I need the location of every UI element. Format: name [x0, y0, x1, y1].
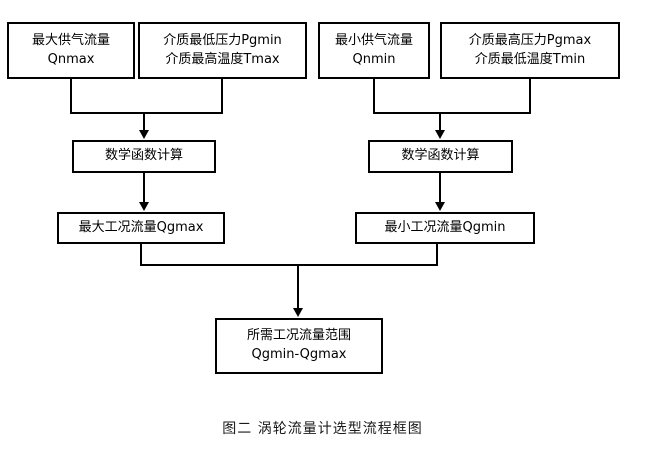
- arrowhead-to-result-max: [139, 202, 149, 211]
- edge-min-pressure-max-temp-drop: [221, 79, 223, 114]
- node-calc-right-line1: 数学函数计算: [401, 148, 480, 164]
- node-max-supply-flow: 最大供气流量 Qnmax: [7, 22, 135, 79]
- figure-caption: 图二 涡轮流量计选型流程框图: [222, 421, 423, 437]
- edge-max-supply-flow-drop: [70, 79, 72, 114]
- node-calc-right: 数学函数计算: [368, 140, 513, 173]
- node-min-pressure-max-temp-line2: 介质最高温度Tmax: [165, 51, 280, 67]
- node-result-max: 最大工况流量Qgmax: [57, 212, 225, 244]
- node-calc-left-line1: 数学函数计算: [104, 148, 183, 164]
- node-min-supply-flow-line2: Qnmin: [352, 51, 396, 67]
- edge-calc-left-to-result: [143, 173, 145, 204]
- node-final-range: 所需工况流量范围 Qgmin-Qgmax: [215, 318, 383, 374]
- node-result-min: 最小工况流量Qgmin: [355, 212, 535, 244]
- edge-result-min-drop: [436, 244, 438, 266]
- edge-min-supply-flow-drop: [373, 79, 375, 114]
- edge-result-max-drop: [140, 244, 142, 266]
- node-min-supply-flow-line1: 最小供气流量: [334, 32, 413, 48]
- node-min-pressure-max-temp: 介质最低压力Pgmin 介质最高温度Tmax: [138, 22, 307, 79]
- node-min-pressure-max-temp-line1: 介质最低压力Pgmin: [163, 32, 282, 48]
- edge-left-merge-bar: [70, 112, 223, 114]
- node-max-pressure-min-temp: 介质最高压力Pgmax 介质最低温度Tmin: [440, 22, 620, 79]
- edge-right-merge-bar: [373, 112, 531, 114]
- edge-right-merge-stem: [439, 112, 441, 132]
- edge-left-merge-stem: [143, 112, 145, 132]
- edge-max-pressure-min-temp-drop: [529, 79, 531, 114]
- node-calc-left: 数学函数计算: [72, 140, 216, 173]
- arrowhead-to-calc-left: [139, 130, 149, 139]
- node-min-supply-flow: 最小供气流量 Qnmin: [318, 22, 430, 79]
- arrowhead-to-calc-right: [435, 130, 445, 139]
- node-max-pressure-min-temp-line1: 介质最高压力Pgmax: [468, 32, 592, 48]
- edge-calc-right-to-result: [439, 173, 441, 204]
- node-max-supply-flow-line2: Qnmax: [47, 51, 95, 67]
- node-max-supply-flow-line1: 最大供气流量: [31, 32, 110, 48]
- node-final-range-line1: 所需工况流量范围: [246, 328, 351, 344]
- node-result-max-line1: 最大工况流量Qgmax: [78, 219, 204, 235]
- arrowhead-to-final-range: [293, 308, 303, 317]
- arrowhead-to-result-min: [435, 202, 445, 211]
- node-max-pressure-min-temp-line2: 介质最低温度Tmin: [474, 51, 586, 67]
- edge-bottom-merge-bar: [140, 264, 438, 266]
- node-result-min-line1: 最小工况流量Qgmin: [384, 219, 506, 235]
- edge-bottom-merge-stem: [297, 264, 299, 310]
- node-final-range-line2: Qgmin-Qgmax: [251, 347, 347, 362]
